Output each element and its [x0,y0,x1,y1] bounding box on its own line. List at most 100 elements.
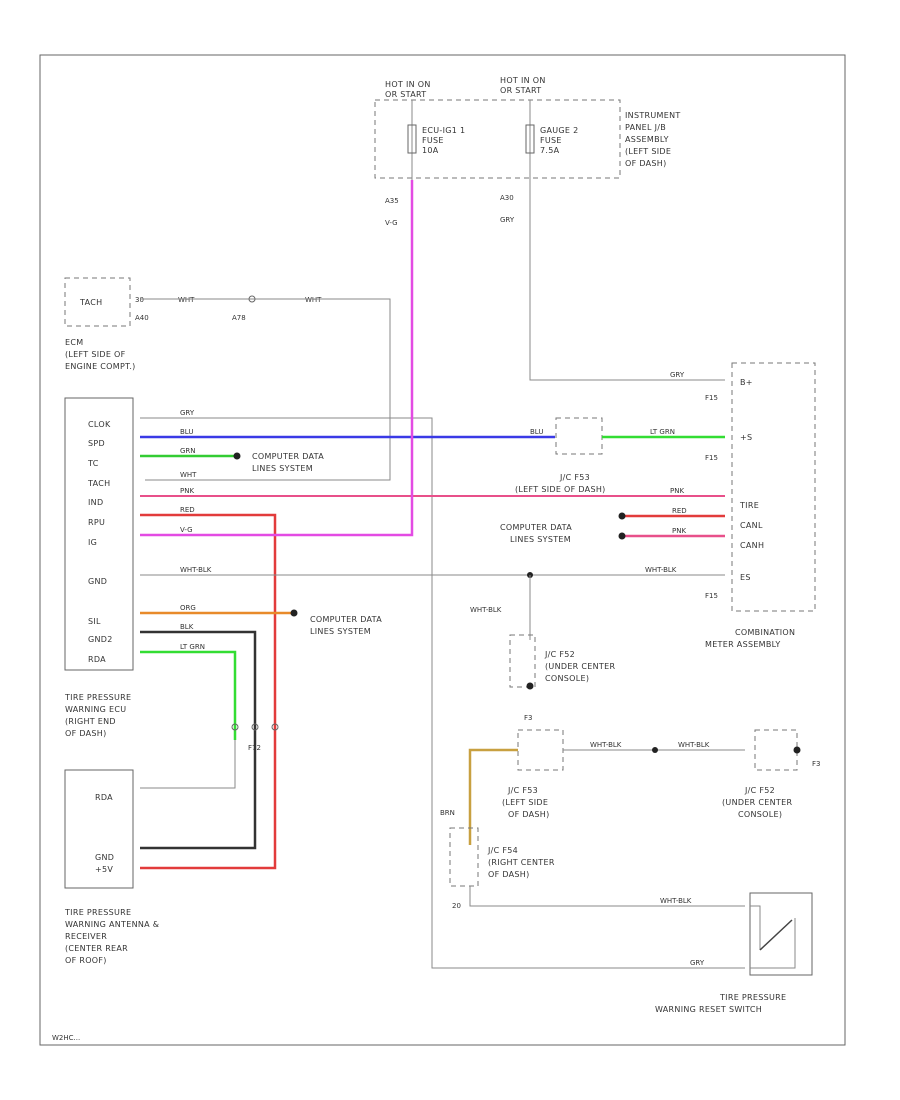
hot-label-2-a: HOT IN ON [500,76,546,85]
pin-a30: A30 [500,194,514,202]
wire-label-gnd: WHT-BLK [180,566,212,574]
ecu-pin-0: CLOK [88,420,111,429]
jb-location-4: (LEFT SIDE [625,147,671,156]
meter-pin-es: ES [740,573,751,582]
ecm-caption-3: ENGINE COMPT.) [65,362,136,371]
ig-wire [140,180,414,537]
clok-wire [140,417,745,969]
jb-location-2: PANEL J/B [625,123,666,132]
rda-wire [140,650,237,740]
ecm-box [64,277,131,327]
tach-conn: A40 [135,314,149,322]
jc-f53-sub: (LEFT SIDE OF DASH) [515,485,606,494]
fuse-2-name: GAUGE 2 [540,126,579,135]
ecm-caption-2: (LEFT SIDE OF [65,350,126,359]
comp-data-1-a: COMPUTER DATA [252,452,324,461]
meter-pin-b-plus: B+ [740,378,753,387]
wire-label-gnd-r: WHT-BLK [645,566,677,574]
fuse-1-name: ECU-IG1 1 [422,126,465,135]
reset-pin: 20 [452,902,461,910]
tach-splice: A78 [232,314,246,322]
ecu-caption-2: WARNING ECU [65,705,126,714]
ecu-box [64,397,134,671]
jc-f53b-label-1: J/C F53 [507,786,538,795]
reset-caption-2: WARNING RESET SWITCH [655,1005,762,1014]
wire-label-spd: BLU [180,428,193,436]
jb-location-3: ASSEMBLY [625,135,669,144]
reset-switch-box [749,892,813,976]
brn-wire [468,748,518,845]
meter-pin-canh: CANH [740,541,764,550]
jc-f53-label: J/C F53 [559,473,590,482]
hot-label-1-a: HOT IN ON [385,80,431,89]
wire-label-tach: WHT [180,471,197,479]
ecu-pin-7: GND [88,577,107,586]
jb-location-5: OF DASH) [625,159,667,168]
ecu-pin-3: TACH [87,479,110,488]
wire-label-clok: GRY [180,409,195,417]
wire-label-canh: PNK [672,527,686,535]
fuse-1-type: FUSE [422,136,444,145]
wire-label-gnd2: BLK [180,623,194,631]
jc-f53b-box [517,729,564,771]
ecu-pin-4: IND [88,498,103,507]
receiver-box [64,769,134,889]
receiver-caption-2: WARNING ANTENNA & [65,920,159,929]
combination-meter-box [731,362,816,612]
meter-conn-1: F15 [705,394,718,402]
tach-wire [140,298,391,481]
fuse-1-rating: 10A [422,146,439,155]
reset-caption-1: TIRE PRESSURE [719,993,786,1002]
wire-label-reset-bot: GRY [690,959,705,967]
wire-label-rpu: RED [180,506,195,514]
wire-label-ig: V-G [180,526,193,534]
ecm-caption-1: ECM [65,338,83,347]
wire-label-f53-out: LT GRN [650,428,675,436]
reset-top-wire [469,886,745,907]
jc-f53b-label-2: (LEFT SIDE [502,798,548,807]
jc-f53b-pin: F3 [524,714,532,722]
meter-pin-canl: CANL [740,521,763,530]
wire-label-tire: PNK [670,487,684,495]
meter-pin-tire: TIRE [739,501,759,510]
ecu-caption-4: OF DASH) [65,729,107,738]
fuse-2-rating: 7.5A [540,146,560,155]
meter-pin-s: +S [740,433,752,442]
jc-f52a-label-2: (UNDER CENTER [545,662,615,671]
receiver-caption-4: (CENTER REAR [65,944,128,953]
jc-f54-label-3: OF DASH) [488,870,530,879]
b-plus-wire [529,180,725,381]
ecu-pin-2: TC [87,459,99,468]
meter-caption-1: COMBINATION [735,628,795,637]
ecu-pin-10: RDA [88,655,106,664]
jc-f52b-label-2: (UNDER CENTER [722,798,792,807]
footer-code: W2HC... [52,1034,80,1042]
wire-label-gry-top: GRY [500,216,515,224]
tach-wire-1: WHT [178,296,195,304]
ecu-pin-8: SIL [88,617,101,626]
fuse-1-icon [407,124,417,154]
meter-caption-2: METER ASSEMBLY [705,640,781,649]
jc-f52b-box [754,729,798,771]
tach-wire-2: WHT [305,296,322,304]
ecu-caption-1: TIRE PRESSURE [64,693,131,702]
jc-f53b-label-3: OF DASH) [508,810,550,819]
jc-f52b-label-1: J/C F52 [744,786,775,795]
tach-label: TACH [79,298,102,307]
receiver-pin-4: +5V [95,865,113,874]
jc-f54-label-2: (RIGHT CENTER [488,858,555,867]
wire-label-ind: PNK [180,487,194,495]
fuse-2-type: FUSE [540,136,562,145]
receiver-caption-1: TIRE PRESSURE [64,908,131,917]
jc-f53-box [555,417,603,455]
switch-contact-icon [759,919,793,951]
jc-f52b-pin: F3 [812,760,820,768]
wire-label-gnd-drop: WHT-BLK [470,606,502,614]
rpu-wire [140,513,277,870]
jc-f52b-label-3: CONSOLE) [738,810,782,819]
receiver-caption-3: RECEIVER [65,932,107,941]
receiver-pin-0: RDA [95,793,113,802]
meter-conn-2: F15 [705,454,718,462]
jc-f52a-box [509,634,536,688]
jb-location-1: INSTRUMENT [625,111,681,120]
